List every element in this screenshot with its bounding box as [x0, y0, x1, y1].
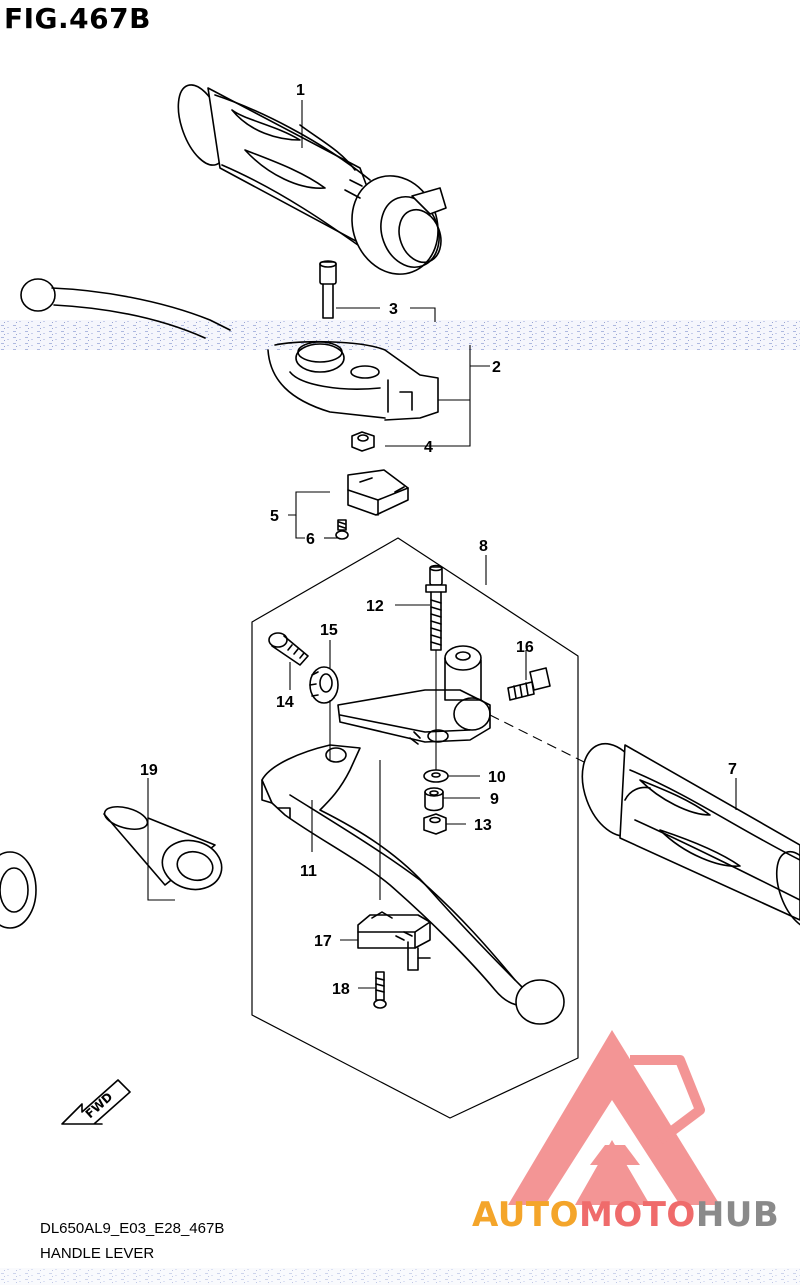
figure-title: FIG.467B [4, 2, 151, 35]
screw-part-6 [335, 519, 349, 540]
diagram-caption: HANDLE LEVER [40, 1245, 155, 1262]
callout-2: 2 [492, 359, 501, 376]
spring-washer-part [309, 666, 339, 704]
callout-3: 3 [389, 301, 398, 318]
callout-9: 9 [490, 791, 499, 808]
throttle-grip-part [177, 84, 447, 275]
nut-part-4 [351, 431, 375, 452]
brake-lever-assembly-part [20, 278, 439, 421]
adjuster-screw-part [268, 632, 309, 666]
callout-15: 15 [320, 622, 338, 639]
callout-14: 14 [276, 694, 294, 711]
clutch-lever-part [261, 744, 565, 1025]
callout-6: 6 [306, 531, 315, 548]
callout-12: 12 [366, 598, 384, 615]
clamp-bolt-part [507, 667, 551, 701]
callout-19: 19 [140, 762, 158, 779]
callout-labels: 1 2 3 4 5 6 7 8 9 10 11 12 13 14 15 16 1… [83, 82, 737, 1121]
watermark-part-hub: HUB [695, 1195, 780, 1235]
callout-17: 17 [314, 933, 332, 950]
pivot-bolt-part [425, 564, 447, 651]
nut-part-13 [423, 813, 447, 835]
callout-7: 7 [728, 761, 737, 778]
model-code: DL650AL9_E03_E28_467B [40, 1220, 225, 1237]
watermark-part-auto: AUTO [472, 1195, 579, 1235]
clutch-kit-outline [251, 537, 579, 1119]
callout-8: 8 [479, 538, 488, 555]
callout-1: 1 [296, 82, 305, 99]
cap-part-19 [103, 805, 223, 891]
callout-10: 10 [488, 769, 506, 786]
fwd-arrow-icon [61, 1079, 131, 1125]
leader-lines [147, 100, 737, 989]
clutch-switch-part [357, 911, 431, 971]
scan-artifact-band [0, 320, 800, 350]
washer-part-10 [423, 769, 449, 783]
callout-11: 11 [300, 863, 317, 880]
callout-4: 4 [424, 439, 433, 456]
left-grip-part [581, 742, 800, 930]
callout-18: 18 [332, 981, 350, 998]
watermark-part-moto: MOTO [578, 1195, 696, 1235]
lever-holder-part [337, 645, 491, 745]
automotohub-logo-icon [508, 1030, 720, 1205]
callout-13: 13 [474, 817, 492, 834]
watermark-brand: AUTOMOTOHUB [472, 1195, 779, 1235]
callout-16: 16 [516, 639, 534, 656]
brake-switch-part [347, 469, 409, 516]
lever-bolt-part [319, 260, 337, 319]
callout-5: 5 [270, 508, 279, 525]
bushing-part-9 [424, 787, 444, 812]
scan-artifact-bottom [0, 1268, 800, 1285]
partial-grip-left-edge [0, 851, 37, 929]
switch-screw-part [373, 971, 387, 1009]
